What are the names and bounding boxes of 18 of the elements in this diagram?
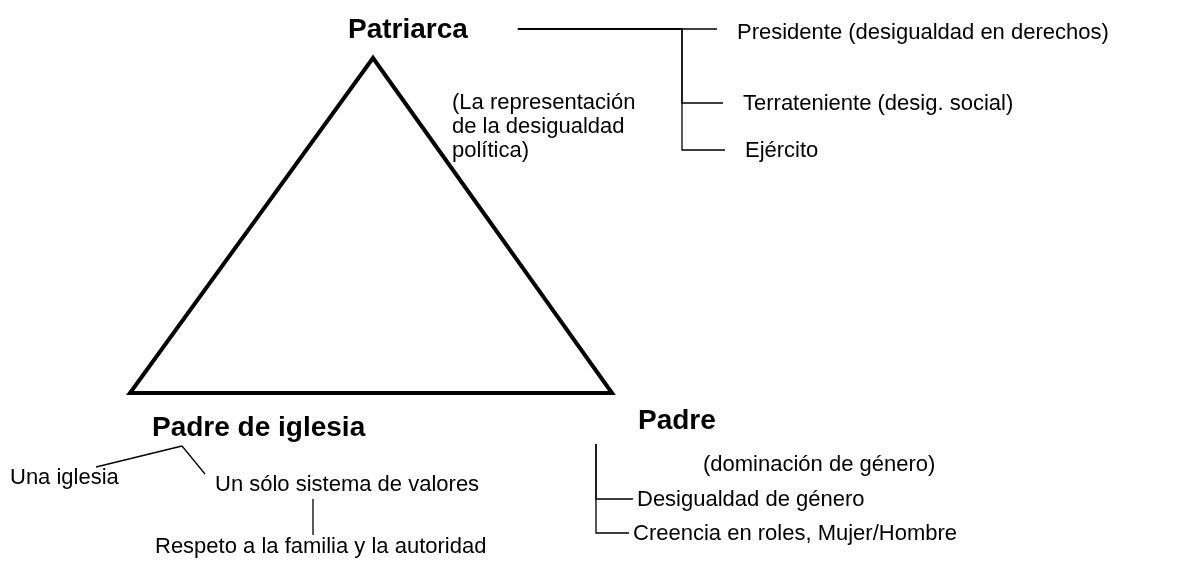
note-text: (La representación de la desigualdad política)	[452, 90, 637, 162]
connector-line	[181, 445, 206, 475]
item-label: Ejército	[745, 137, 819, 163]
connector-line	[517, 28, 726, 151]
connector-line	[95, 445, 183, 468]
item-label: Desigualdad de género	[637, 486, 865, 512]
item-label: Respeto a la familia y la autoridad	[155, 533, 487, 559]
item-label: Presidente (desigualdad en derechos)	[737, 19, 1109, 45]
heading-label: Padre de iglesia	[152, 411, 366, 443]
heading-label: Patriarca	[348, 13, 468, 45]
heading-label: Padre	[638, 404, 716, 436]
connector-line	[595, 443, 630, 534]
item-label: Terrateniente (desig. social)	[743, 90, 1014, 116]
item-label: Creencia en roles, Mujer/Hombre	[633, 520, 958, 546]
item-label: Un sólo sistema de valores	[215, 471, 480, 497]
item-label: Una iglesia	[10, 464, 119, 490]
note-text: (dominación de género)	[703, 452, 937, 476]
connector-line	[312, 498, 314, 536]
